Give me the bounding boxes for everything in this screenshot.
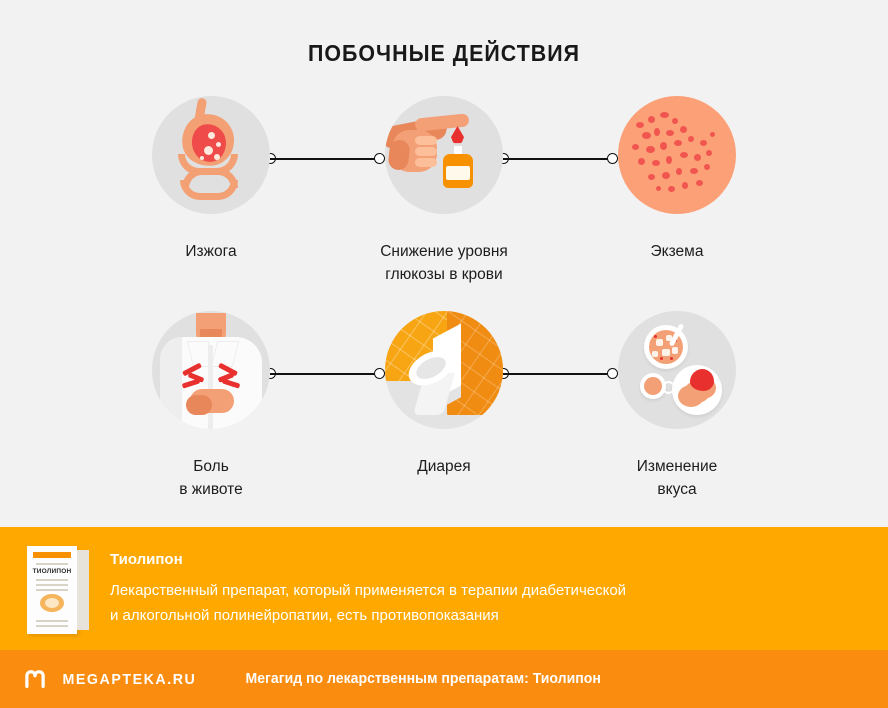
side-effect-label: Изжога [185, 243, 237, 260]
side-effects-grid: Изжога Сниж [0, 96, 888, 526]
side-effects-row: Боль в животе Диарея [0, 311, 888, 526]
megapteka-logo-text[interactable]: MEGAPTEKA.RU [62, 670, 197, 688]
skin-rash-icon [618, 96, 736, 214]
side-effect-item-diarrhea: Диарея [324, 311, 564, 478]
product-text-block: Тиолипон Лекарственный препарат, который… [110, 551, 850, 628]
side-effect-item-taste-change: Изменение вкуса [557, 311, 797, 501]
side-effect-label: Боль в животе [179, 458, 243, 498]
side-effects-row: Изжога Сниж [0, 96, 888, 311]
connector-node [374, 153, 385, 164]
connector-node [607, 153, 618, 164]
connector-line [265, 153, 385, 164]
product-name: Тиолипон [110, 551, 183, 568]
abdominal-pain-icon [152, 311, 270, 429]
side-effect-label: Изменение вкуса [636, 458, 718, 498]
product-box-label: ТИОЛИПОН [32, 568, 72, 575]
side-effect-item-eczema: Экзема [557, 96, 797, 263]
side-effect-label: Экзема [650, 243, 704, 260]
side-effect-label: Снижение уровня глюкозы в крови [380, 243, 508, 283]
footer-tagline: Мегагид по лекарственным препаратам: Тио… [245, 671, 601, 687]
connector-bar [270, 373, 380, 375]
food-plates-icon [618, 311, 736, 429]
connector-node [374, 368, 385, 379]
connector-node [607, 368, 618, 379]
site-footer: MEGAPTEKA.RU Мегагид по лекарственным пр… [0, 650, 888, 708]
product-band: ТИОЛИПОН Тиолипон Лекарственный препарат… [0, 527, 888, 650]
side-effect-item-low-glucose: Снижение уровня глюкозы в крови [324, 96, 564, 286]
stomach-icon [152, 96, 270, 214]
connector-bar [503, 373, 613, 375]
connector-bar [270, 158, 380, 160]
megapteka-logo-icon[interactable] [22, 666, 48, 692]
page-title: ПОБОЧНЫЕ ДЕЙСТВИЯ [307, 40, 581, 66]
side-effect-item-abdominal-pain: Боль в животе [91, 311, 331, 501]
connector-bar [503, 158, 613, 160]
side-effect-item-heartburn: Изжога [91, 96, 331, 263]
finger-prick-glucose-icon [385, 96, 503, 214]
product-box-image: ТИОЛИПОН [27, 546, 89, 634]
side-effect-label: Диарея [417, 458, 471, 475]
toilet-icon [385, 311, 503, 429]
product-description: Лекарственный препарат, который применяе… [110, 582, 627, 624]
